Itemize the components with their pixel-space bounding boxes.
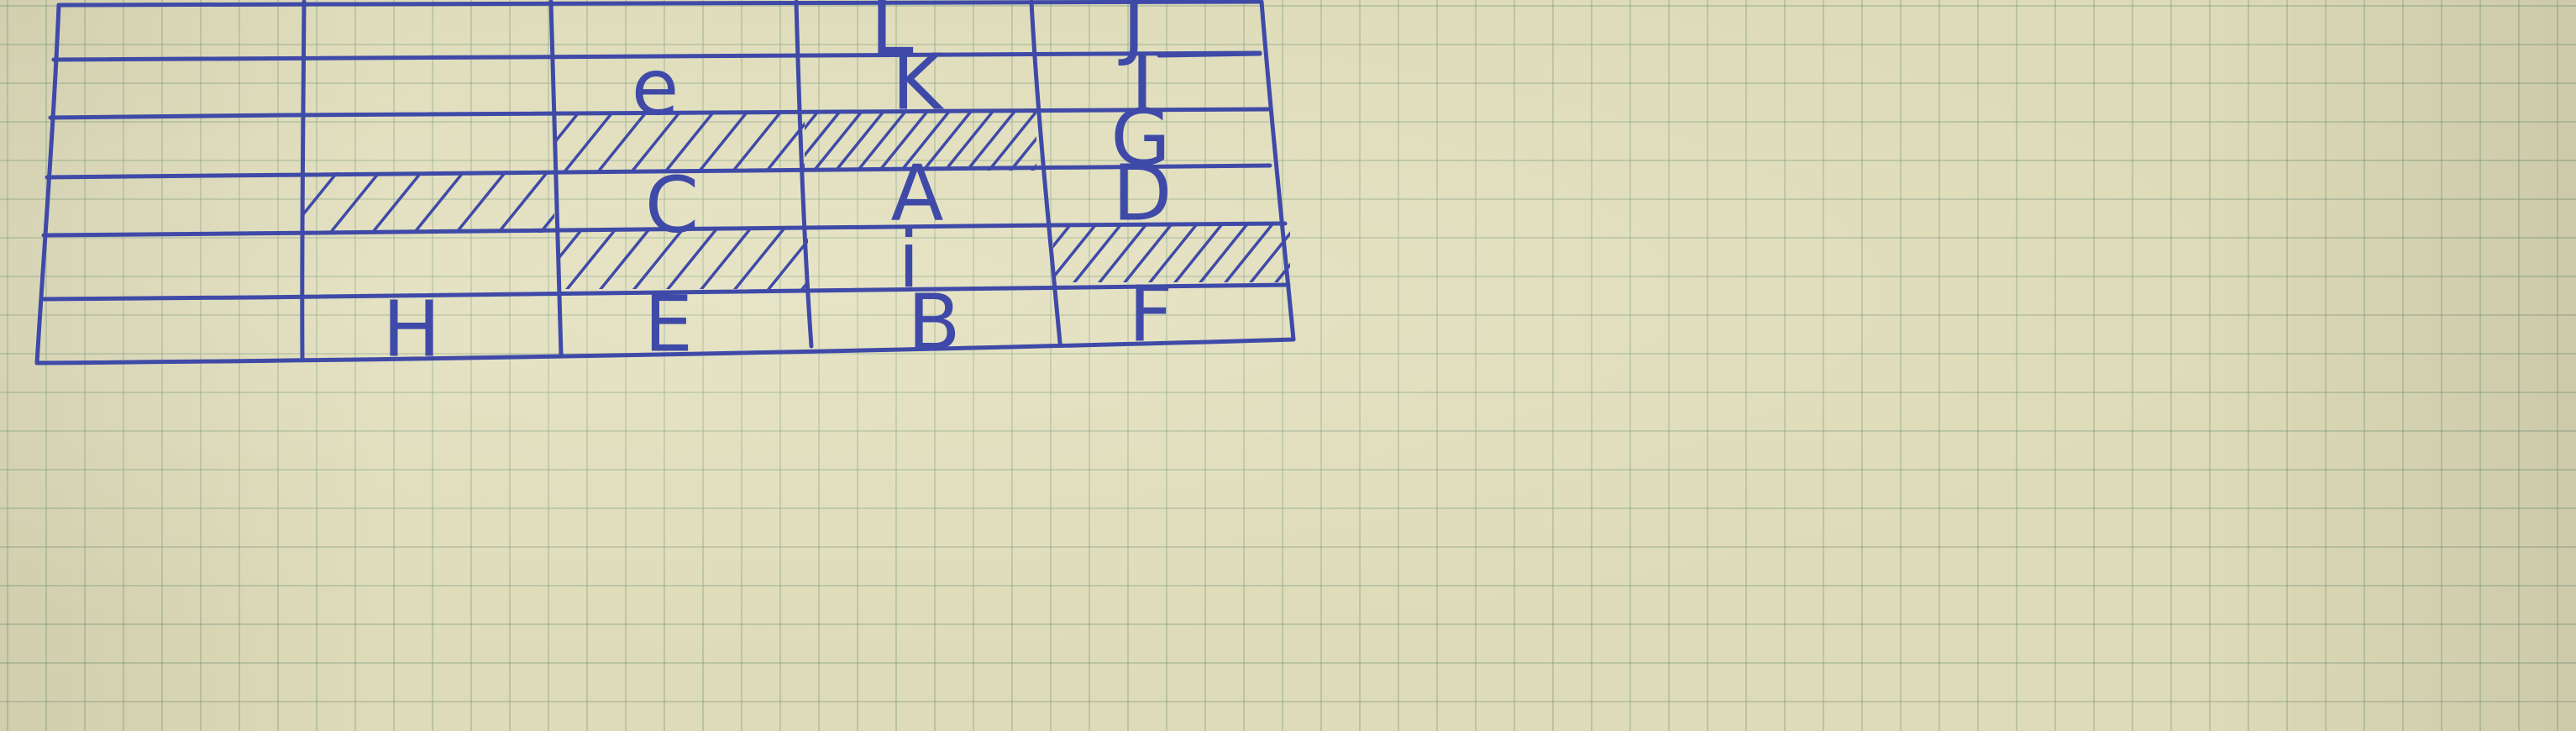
hatch-stroke xyxy=(986,112,1036,171)
hatched-cell xyxy=(996,222,1375,286)
cell-label-e: e xyxy=(632,42,679,132)
hatch-stroke xyxy=(538,213,554,233)
hatch-stroke xyxy=(370,172,423,233)
cell-label-C: C xyxy=(645,160,699,250)
cell-label-F: F xyxy=(1129,269,1173,359)
hatch-stroke xyxy=(805,112,842,158)
hatch-stroke xyxy=(811,112,864,171)
hatch-stroke xyxy=(899,112,952,171)
hatch-stroke xyxy=(996,222,1047,286)
cell-label-B: B xyxy=(907,277,960,367)
hatch-stroke xyxy=(1072,225,1123,282)
cell-label-A: A xyxy=(891,148,944,238)
hatch-stroke xyxy=(497,225,552,292)
hatch-stroke xyxy=(942,112,995,171)
hatch-stroke xyxy=(1198,225,1249,282)
hatch-stroke xyxy=(1052,108,1104,174)
cell-label-I: I xyxy=(1131,37,1153,127)
hatch-stroke xyxy=(833,225,888,292)
hatch-stroke xyxy=(921,112,973,171)
hatch-stroke xyxy=(304,172,339,216)
hatch-stroke xyxy=(833,112,886,171)
hatch-stroke xyxy=(764,121,805,171)
hatch-stroke xyxy=(1173,225,1224,282)
hatch-stroke xyxy=(1324,222,1375,286)
hatch-stroke xyxy=(564,229,618,289)
cell-label-i: i xyxy=(898,215,920,305)
hatch-stroke xyxy=(596,112,649,171)
hatch-stroke xyxy=(412,172,465,233)
hatch-stroke xyxy=(1298,222,1350,286)
hatch-stroke xyxy=(630,112,683,171)
hatch-stroke xyxy=(496,108,548,174)
hatch-stroke xyxy=(805,112,821,131)
hatch-stroke xyxy=(496,172,549,233)
hatched-cell xyxy=(244,169,634,236)
hatch-stroke xyxy=(1122,225,1173,282)
cell-label-G: G xyxy=(1110,92,1170,182)
cell-label-J: J xyxy=(1118,0,1145,68)
hatch-stroke xyxy=(454,172,507,233)
hatch-stroke xyxy=(580,169,634,236)
cell-label-D: D xyxy=(1113,148,1173,238)
hatch-stroke xyxy=(1273,262,1290,282)
hatch-stroke xyxy=(1147,225,1199,282)
table-vertical-lines xyxy=(34,0,1296,366)
hatch-stroke xyxy=(855,112,908,171)
cell-label-K: K xyxy=(892,37,945,127)
hatch-stroke xyxy=(632,229,685,289)
hatch-stroke xyxy=(766,238,808,289)
hatch-stroke xyxy=(1097,225,1148,282)
hatch-stroke xyxy=(598,229,652,289)
hatched-cell xyxy=(496,108,805,174)
hatch-stroke xyxy=(1008,136,1036,171)
hatch-stroke xyxy=(664,112,716,171)
hatch-stroke xyxy=(732,229,786,289)
hatch-stroke xyxy=(964,112,1017,171)
hatched-cell xyxy=(497,225,888,292)
hatch-stroke xyxy=(1223,225,1274,282)
cell-label-H: H xyxy=(382,284,440,374)
hatch-stroke xyxy=(665,229,719,289)
cell-labels: L Je K IG C A DiH E B F xyxy=(382,0,1173,374)
hatch-stroke xyxy=(563,112,616,171)
hatch-stroke xyxy=(697,112,750,171)
hatch-stroke xyxy=(244,169,298,236)
cell-label-L: L xyxy=(870,0,913,71)
hatch-stroke xyxy=(699,229,753,289)
hatch-stroke xyxy=(328,172,381,233)
cell-label-E: E xyxy=(644,279,693,369)
hatch-stroke xyxy=(877,112,930,171)
hatched-cell xyxy=(805,108,1104,174)
hatch-stroke xyxy=(1248,231,1290,282)
hatch-stroke xyxy=(731,112,784,171)
hatch-stroke xyxy=(1053,225,1073,249)
